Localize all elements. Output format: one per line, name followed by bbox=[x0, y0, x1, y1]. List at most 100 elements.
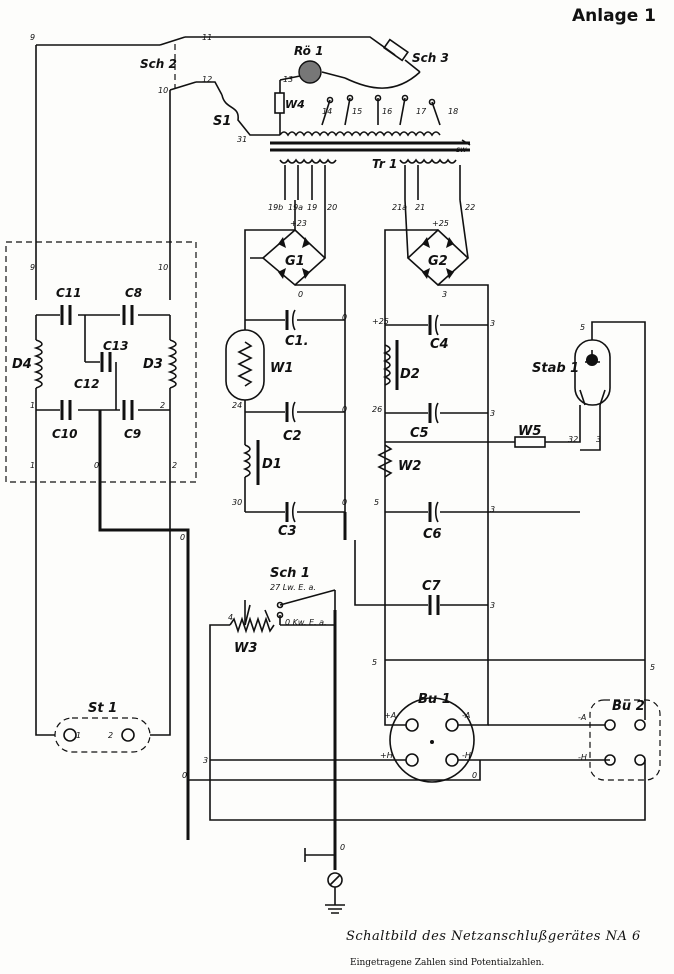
label-d1: D1 bbox=[262, 457, 282, 472]
node-3-bottom: 3 bbox=[203, 756, 208, 765]
inductor-d4 bbox=[33, 315, 43, 410]
label-w3: W3 bbox=[234, 641, 257, 656]
node-13: 13 bbox=[283, 75, 293, 84]
node-2-low: 2 bbox=[172, 461, 177, 470]
cap-c7 bbox=[354, 540, 488, 615]
label-st1: St 1 bbox=[88, 701, 117, 716]
node-0-g1: 0 bbox=[298, 290, 303, 299]
node-31: 31 bbox=[237, 135, 247, 144]
label-c11: C11 bbox=[56, 286, 82, 300]
node-4-w3: 4 bbox=[228, 613, 233, 622]
bu2-minus-h: -H bbox=[578, 753, 587, 762]
node-21: 21 bbox=[415, 203, 425, 212]
node-0-wire: 0 bbox=[180, 533, 185, 542]
wire-g2-top bbox=[384, 229, 438, 700]
node-0-bottom: 0 bbox=[182, 771, 187, 780]
st1-pin-2: 2 bbox=[108, 731, 113, 740]
label-c5: C5 bbox=[410, 426, 429, 441]
label-c8: C8 bbox=[125, 286, 142, 300]
cap-c8 bbox=[122, 305, 134, 325]
label-bu1: Bu 1 bbox=[418, 692, 451, 707]
label-w2: W2 bbox=[398, 459, 421, 474]
node-15: 15 bbox=[352, 107, 362, 116]
node-12: 12 bbox=[202, 75, 212, 84]
label-sch2: Sch 2 bbox=[140, 57, 177, 71]
resistor-w3 bbox=[229, 604, 281, 634]
rectifier-g2 bbox=[404, 199, 470, 287]
cap-c11 bbox=[60, 305, 72, 325]
node-3-c5: 3 bbox=[490, 409, 495, 418]
node-19: 19 bbox=[307, 203, 317, 212]
node-3-c7: 3 bbox=[490, 601, 495, 610]
label-c7: C7 bbox=[422, 579, 442, 594]
node-17: 17 bbox=[416, 107, 427, 116]
node-24: 24 bbox=[232, 401, 242, 410]
label-c2: C2 bbox=[283, 429, 302, 444]
label-d4: D4 bbox=[12, 357, 32, 372]
node-5-right: 5 bbox=[650, 663, 655, 672]
ro1-lamp bbox=[279, 60, 346, 84]
label-sw: sw bbox=[456, 145, 467, 154]
cap-c9 bbox=[122, 400, 134, 420]
node-5-row: 5 bbox=[372, 658, 377, 667]
node-0-earth: 0 bbox=[340, 843, 345, 852]
inductor-d2 bbox=[382, 340, 399, 390]
node-1-low: 1 bbox=[30, 461, 35, 470]
label-sch1-pos1: 27 Lw. E. a. bbox=[270, 583, 316, 592]
wire-s1 bbox=[221, 94, 280, 136]
filter-down-left bbox=[35, 410, 55, 736]
node-0-c3: 0 bbox=[342, 498, 347, 507]
filter-down-right bbox=[150, 410, 171, 736]
ground-icon bbox=[304, 848, 345, 914]
inductor-d3 bbox=[167, 315, 177, 410]
node-10-top: 10 bbox=[158, 86, 168, 95]
sec-leads-left bbox=[284, 165, 326, 200]
resistor-w5 bbox=[514, 436, 546, 448]
label-d2: D2 bbox=[400, 367, 420, 382]
node-21a: 21a bbox=[392, 203, 407, 212]
diagram-caption: Schaltbild des Netzanschlußgerätes NA 6 bbox=[346, 929, 641, 944]
node-11: 11 bbox=[202, 33, 212, 42]
label-sch3: Sch 3 bbox=[412, 51, 449, 65]
socket-st1 bbox=[54, 717, 151, 753]
label-bu2: Bu 2 bbox=[612, 699, 645, 714]
label-c4: C4 bbox=[430, 337, 449, 352]
switch-sch2 bbox=[159, 36, 223, 96]
inductor-d1 bbox=[242, 440, 260, 512]
wire-g1-top bbox=[244, 229, 295, 330]
label-g2: G2 bbox=[428, 254, 448, 269]
node-19b: 19b bbox=[268, 203, 283, 212]
cap-c6 bbox=[385, 501, 580, 523]
node-19a: 19a bbox=[288, 203, 303, 212]
node-3-stab: 3 bbox=[596, 435, 601, 444]
resistor-w2 bbox=[377, 444, 393, 478]
label-c9: C9 bbox=[124, 427, 141, 441]
cap-c10 bbox=[60, 400, 72, 420]
label-c10: C10 bbox=[52, 427, 78, 441]
node-30: 30 bbox=[232, 498, 242, 507]
node-18: 18 bbox=[448, 107, 458, 116]
node-22: 22 bbox=[465, 203, 475, 212]
cap-c4 bbox=[385, 314, 488, 336]
wire-26-w5 bbox=[385, 405, 581, 443]
node-32: 32 bbox=[568, 435, 578, 444]
node-3-c6: 3 bbox=[490, 505, 495, 514]
node-0-c2: 0 bbox=[342, 405, 347, 414]
label-c6: C6 bbox=[423, 527, 442, 542]
fuse-sch3 bbox=[383, 38, 421, 73]
node-1-box: 1 bbox=[30, 401, 35, 410]
node-25: +25 bbox=[432, 219, 449, 228]
wire-sch2-11 bbox=[185, 36, 396, 56]
sheet-label: Anlage 1 bbox=[572, 6, 657, 26]
cap-c13 bbox=[84, 315, 117, 410]
node-0-low: 0 bbox=[94, 461, 99, 470]
label-c12: C12 bbox=[74, 377, 100, 391]
sec-leads-right bbox=[404, 165, 461, 200]
resistor-w4 bbox=[274, 80, 285, 135]
label-w4: W4 bbox=[285, 98, 305, 111]
node-14: 14 bbox=[322, 107, 332, 116]
cap-c5 bbox=[385, 402, 488, 424]
socket-bu2 bbox=[488, 699, 661, 781]
